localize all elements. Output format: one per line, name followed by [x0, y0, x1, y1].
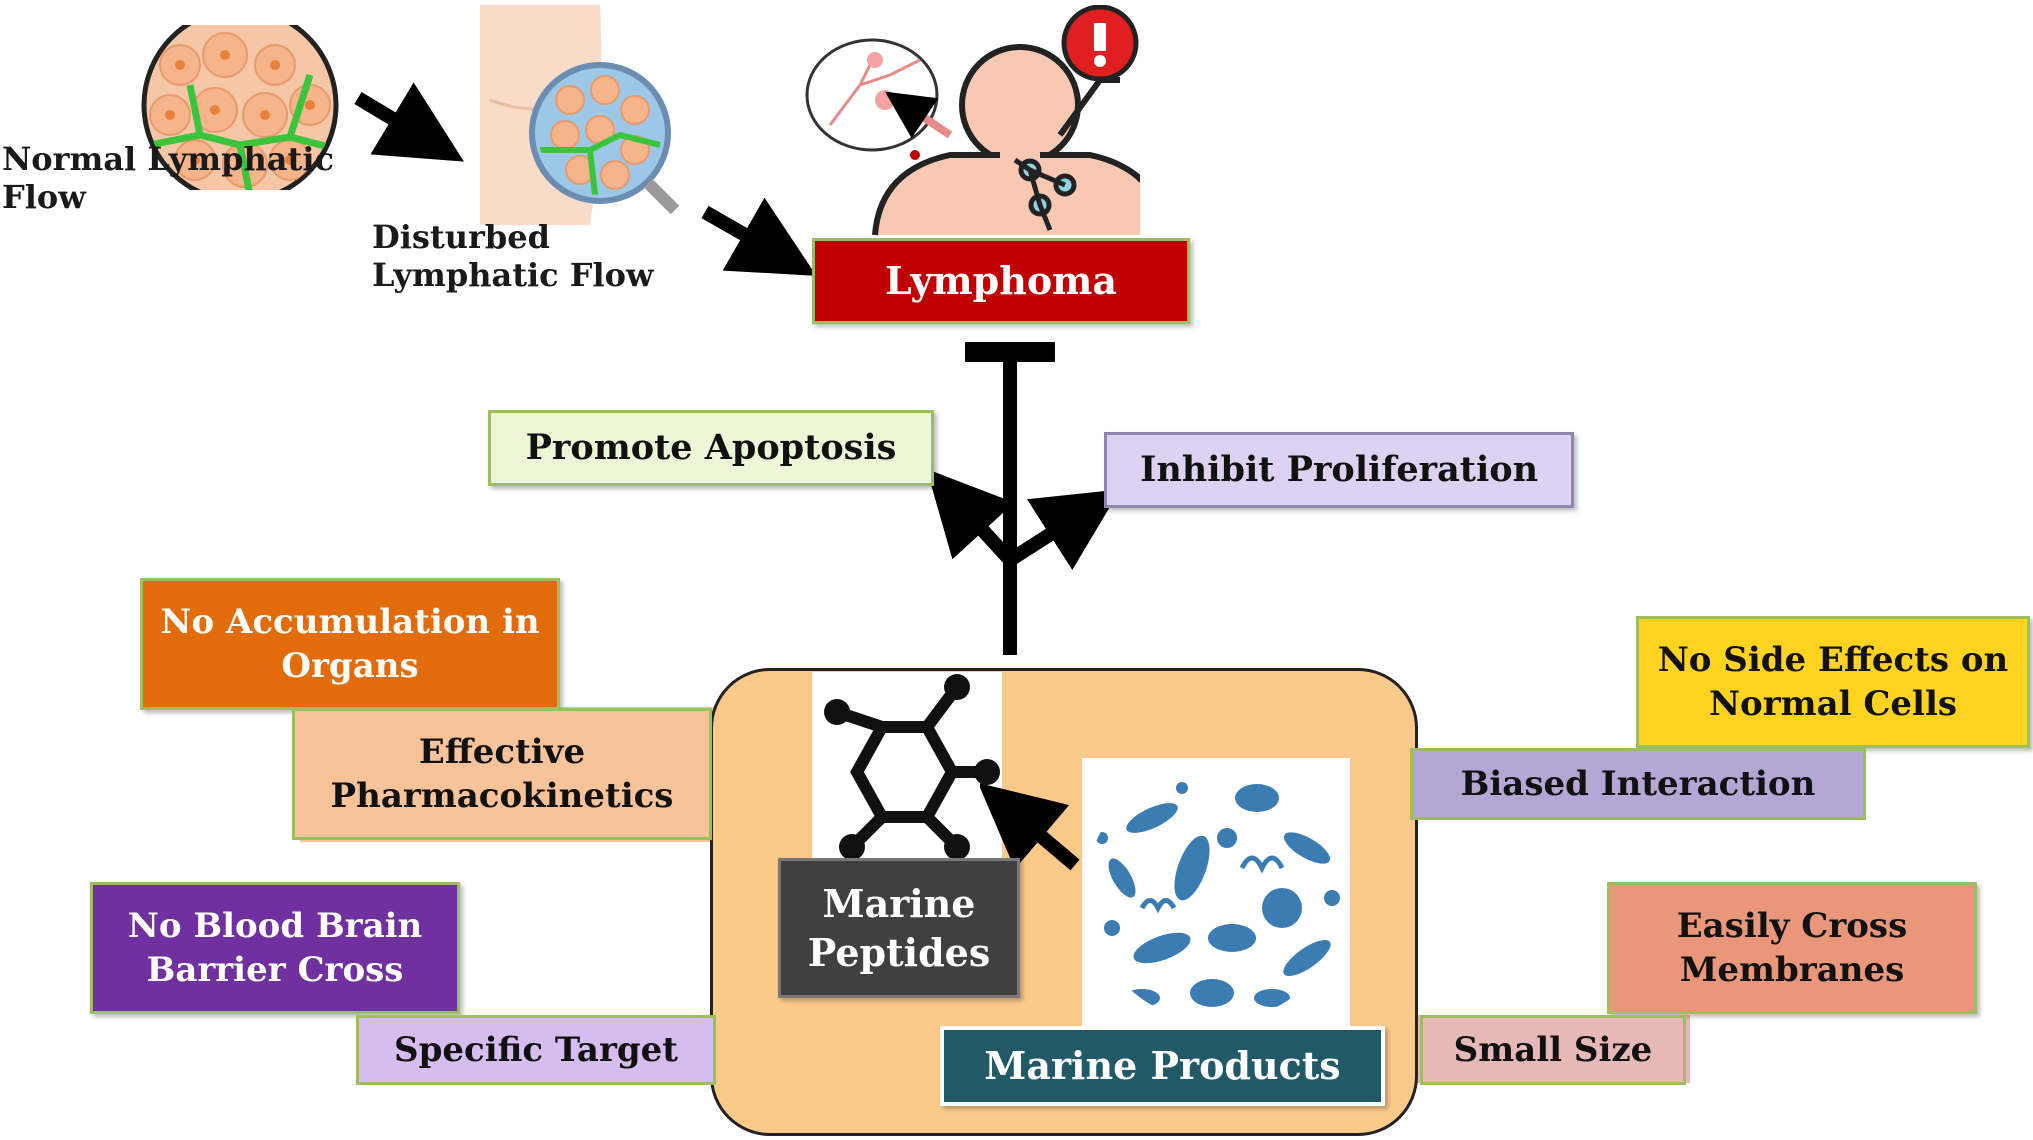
- marine-life-circle: [1096, 782, 1340, 1007]
- no-accumulation-box: No Accumulation in Organs: [140, 578, 560, 710]
- arrow-products-to-peptides: [980, 782, 1080, 871]
- disturbed-flow-label: Disturbed Lymphatic Flow: [372, 218, 654, 295]
- leg-lymph-icon: [480, 5, 680, 225]
- hexagon-molecule-icon: [812, 672, 1002, 870]
- promote-apoptosis-label: Promote Apoptosis: [525, 427, 897, 469]
- no-bbb-label: No Blood Brain Barrier Cross: [127, 905, 423, 990]
- no-accumulation-label: No Accumulation in Organs: [160, 601, 540, 686]
- arrow-normal-to-disturbed: [354, 82, 465, 162]
- effective-pk-box: Effective Pharmacokinetics: [292, 708, 712, 840]
- marine-products-label: Marine Products: [984, 1043, 1341, 1089]
- biased-interaction-label: Biased Interaction: [1460, 763, 1816, 804]
- inhibit-proliferation-box: Inhibit Proliferation: [1104, 432, 1574, 508]
- effective-pk-label: Effective Pharmacokinetics: [330, 731, 674, 816]
- arrow-disturbed-to-lymphoma: [701, 197, 817, 276]
- marine-products-box: Marine Products: [940, 1026, 1385, 1106]
- arrow-to-apoptosis: [926, 469, 1016, 565]
- lymphoma-box: Lymphoma: [812, 238, 1190, 324]
- easily-cross-box: Easily Cross Membranes: [1607, 882, 1977, 1014]
- no-side-effects-box: No Side Effects on Normal Cells: [1636, 616, 2030, 748]
- no-bbb-box: No Blood Brain Barrier Cross: [90, 882, 460, 1014]
- small-size-box: Small Size: [1420, 1015, 1686, 1085]
- specific-target-label: Specific Target: [394, 1029, 678, 1070]
- arrow-to-proliferation: [1006, 489, 1121, 571]
- marine-peptides-label: Marine Peptides: [807, 880, 991, 975]
- marine-peptides-box: Marine Peptides: [778, 858, 1020, 998]
- normal-flow-label: Normal Lymphatic Flow: [2, 140, 334, 217]
- cell-cluster-icon: [141, 25, 339, 190]
- person-alert-icon: [805, 5, 1140, 236]
- promote-apoptosis-box: Promote Apoptosis: [488, 410, 934, 486]
- biased-interaction-box: Biased Interaction: [1410, 748, 1866, 820]
- lymphoma-label: Lymphoma: [884, 258, 1118, 304]
- inhibit-proliferation-label: Inhibit Proliferation: [1139, 449, 1539, 491]
- no-side-effects-label: No Side Effects on Normal Cells: [1657, 639, 2009, 724]
- specific-target-box: Specific Target: [356, 1015, 716, 1085]
- easily-cross-label: Easily Cross Membranes: [1676, 905, 1908, 990]
- small-size-label: Small Size: [1453, 1029, 1653, 1070]
